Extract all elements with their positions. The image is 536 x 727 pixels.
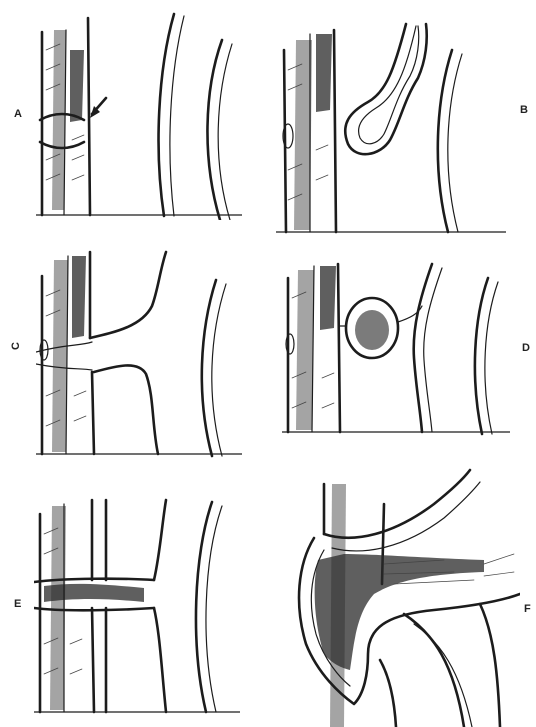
panel-a [36,10,242,220]
panel-b [276,20,506,236]
panel-c [36,246,242,458]
panel-label-b: B [520,104,528,116]
panel-e [34,494,240,716]
panel-label-c: C [10,342,22,350]
panel-d [282,258,510,436]
panel-label-a: A [14,108,22,120]
panel-label-f: F [524,603,531,615]
panel-label-e: E [14,598,21,610]
panel-label-d: D [522,342,530,354]
panel-f [284,464,520,727]
